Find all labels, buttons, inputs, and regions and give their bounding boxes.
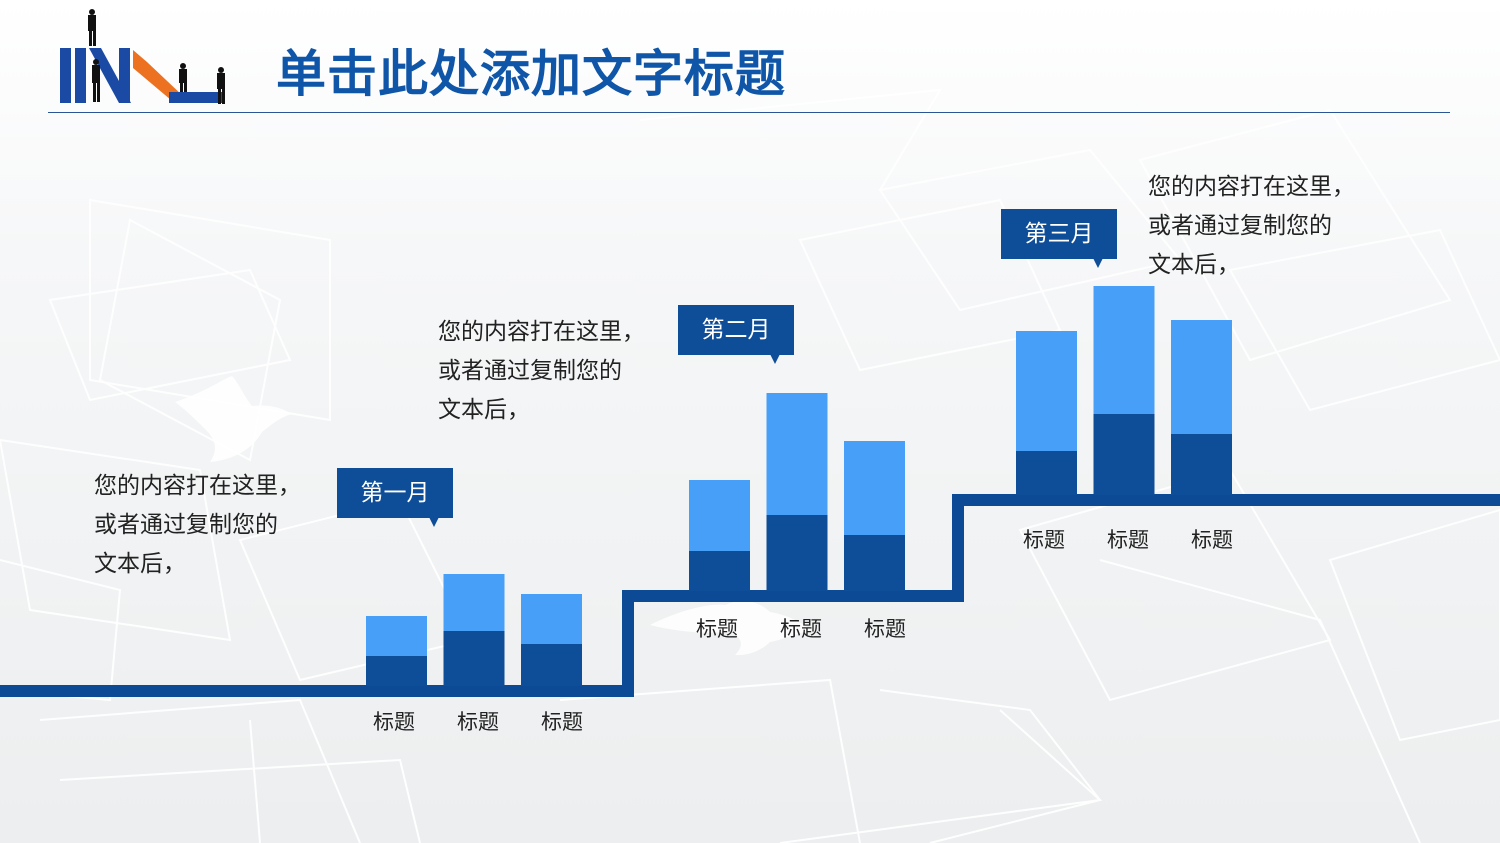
bar-segment-g2-c2-s2 xyxy=(766,393,828,515)
category-label-g3-c2: 标题 xyxy=(1107,528,1149,552)
bar-segment-g3-c2-s2 xyxy=(1093,286,1155,414)
note-3-line-2: 或者通过复制您的 xyxy=(1148,213,1332,239)
logo-graphic xyxy=(60,9,225,104)
category-label-g1-c3: 标题 xyxy=(541,710,583,734)
bar-segment-g1-c2-s2 xyxy=(443,574,505,631)
bar-segment-g2-c1-s2 xyxy=(689,480,750,551)
category-label-g2-c1: 标题 xyxy=(696,617,738,641)
category-label-g3-c1: 标题 xyxy=(1023,528,1065,552)
bar-segment-g3-c2-s1 xyxy=(1093,414,1155,495)
page-title[interactable]: 单击此处添加文字标题 xyxy=(276,45,786,103)
note-1-line-3: 文本后， xyxy=(94,551,186,577)
bar-segment-g3-c1-s1 xyxy=(1016,451,1077,495)
note-3: 您的内容打在这里， 或者通过复制您的 文本后， xyxy=(1148,168,1388,285)
bar-segment-g3-c3-s1 xyxy=(1171,434,1232,495)
category-label-g3-c3: 标题 xyxy=(1191,528,1233,552)
bar-segment-g1-c2-s1 xyxy=(443,631,505,686)
bar-segment-g3-c1-s2 xyxy=(1016,331,1077,451)
note-3-line-3: 文本后， xyxy=(1148,252,1240,278)
note-1-line-2: 或者通过复制您的 xyxy=(94,512,278,538)
note-1: 您的内容打在这里， 或者通过复制您的 文本后， xyxy=(94,467,334,584)
bar-segment-g2-c2-s1 xyxy=(766,515,828,591)
note-2-line-2: 或者通过复制您的 xyxy=(438,358,622,384)
bar-segment-g2-c3-s2 xyxy=(844,441,905,535)
category-label-g2-c3: 标题 xyxy=(864,617,906,641)
bar-segment-g2-c1-s1 xyxy=(689,551,750,591)
bar-segment-g1-c1-s2 xyxy=(366,616,427,656)
note-3-line-1: 您的内容打在这里， xyxy=(1148,174,1355,200)
bar-segment-g1-c3-s2 xyxy=(521,594,582,644)
month-badge-2: 第二月 xyxy=(678,305,794,364)
category-label-g1-c1: 标题 xyxy=(373,710,415,734)
month-badge-1: 第一月 xyxy=(337,468,453,527)
note-2-line-1: 您的内容打在这里， xyxy=(438,319,645,345)
note-2-line-3: 文本后， xyxy=(438,397,530,423)
step-baseline xyxy=(0,494,1500,697)
bar-segment-g1-c3-s1 xyxy=(521,644,582,686)
category-label-g1-c2: 标题 xyxy=(457,710,499,734)
bar-segment-g3-c3-s2 xyxy=(1171,320,1232,434)
category-label-g2-c2: 标题 xyxy=(780,617,822,641)
bar-segment-g1-c1-s1 xyxy=(366,656,427,686)
note-2: 您的内容打在这里， 或者通过复制您的 文本后， xyxy=(438,313,678,430)
month-badge-3: 第三月 xyxy=(1001,209,1117,268)
note-1-line-1: 您的内容打在这里， xyxy=(94,473,301,499)
bar-segment-g2-c3-s1 xyxy=(844,535,905,591)
header-divider xyxy=(48,112,1450,113)
